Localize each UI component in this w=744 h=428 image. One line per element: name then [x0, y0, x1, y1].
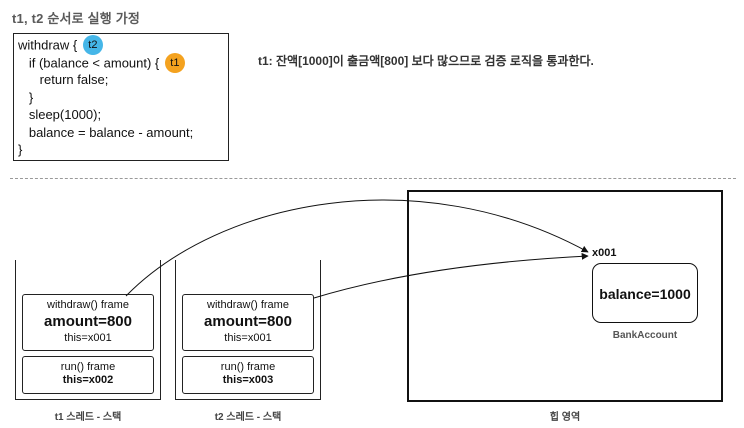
heap-caption: 힙 영역 — [549, 412, 581, 423]
t2-stack — [175, 260, 321, 400]
object-class-label: BankAccount — [612, 330, 678, 341]
diagram-title: t1, t2 순서로 실행 가정 — [12, 11, 141, 26]
t2-withdraw-frame: withdraw() frame amount=800 this=x001 — [182, 294, 314, 351]
frame-variable: amount=800 — [204, 313, 292, 330]
code-line: balance = balance - amount; — [18, 124, 194, 140]
section-divider — [10, 178, 736, 179]
frame-this: this=x002 — [62, 374, 114, 386]
frame-name: withdraw() frame — [47, 299, 129, 311]
code-text: if (balance < amount) { — [18, 54, 163, 70]
t1-badge: t1 — [164, 52, 185, 73]
t1-reference-arrow — [125, 199, 589, 297]
t2-stack-caption: t2 스레드 - 스택 — [214, 412, 282, 423]
frame-this: this=x001 — [64, 332, 112, 344]
frame-name: run() frame — [60, 361, 116, 373]
code-line: withdraw { t2 — [18, 35, 228, 55]
explanation-note: t1: 잔액[1000]이 출금액[800] 보다 많으므로 검증 로직을 통과… — [258, 54, 594, 68]
code-line: sleep(1000); — [18, 107, 102, 122]
t1-stack-caption: t1 스레드 - 스택 — [54, 412, 122, 423]
bank-account-object: balance=1000 — [592, 263, 698, 323]
frame-name: withdraw() frame — [207, 299, 289, 311]
code-line: } — [18, 142, 23, 157]
frame-this: this=x003 — [222, 374, 274, 386]
code-block: withdraw { t2 if (balance < amount) { t1… — [13, 33, 229, 161]
code-line: } — [18, 89, 34, 105]
frame-this: this=x001 — [224, 332, 272, 344]
t2-reference-arrow — [313, 252, 589, 299]
t2-badge: t2 — [82, 35, 103, 55]
frame-variable: amount=800 — [44, 313, 132, 330]
t1-run-frame: run() frame this=x002 — [22, 356, 154, 394]
t1-stack — [15, 260, 161, 400]
code-line: if (balance < amount) { t1 — [18, 52, 228, 73]
frame-name: run() frame — [220, 361, 276, 373]
code-line: return false; — [18, 72, 109, 87]
code-text: withdraw { — [18, 37, 81, 53]
t2-run-frame: run() frame this=x003 — [182, 356, 314, 394]
object-address: x001 — [592, 247, 617, 259]
t1-withdraw-frame: withdraw() frame amount=800 this=x001 — [22, 294, 154, 351]
heap-area — [407, 190, 723, 402]
